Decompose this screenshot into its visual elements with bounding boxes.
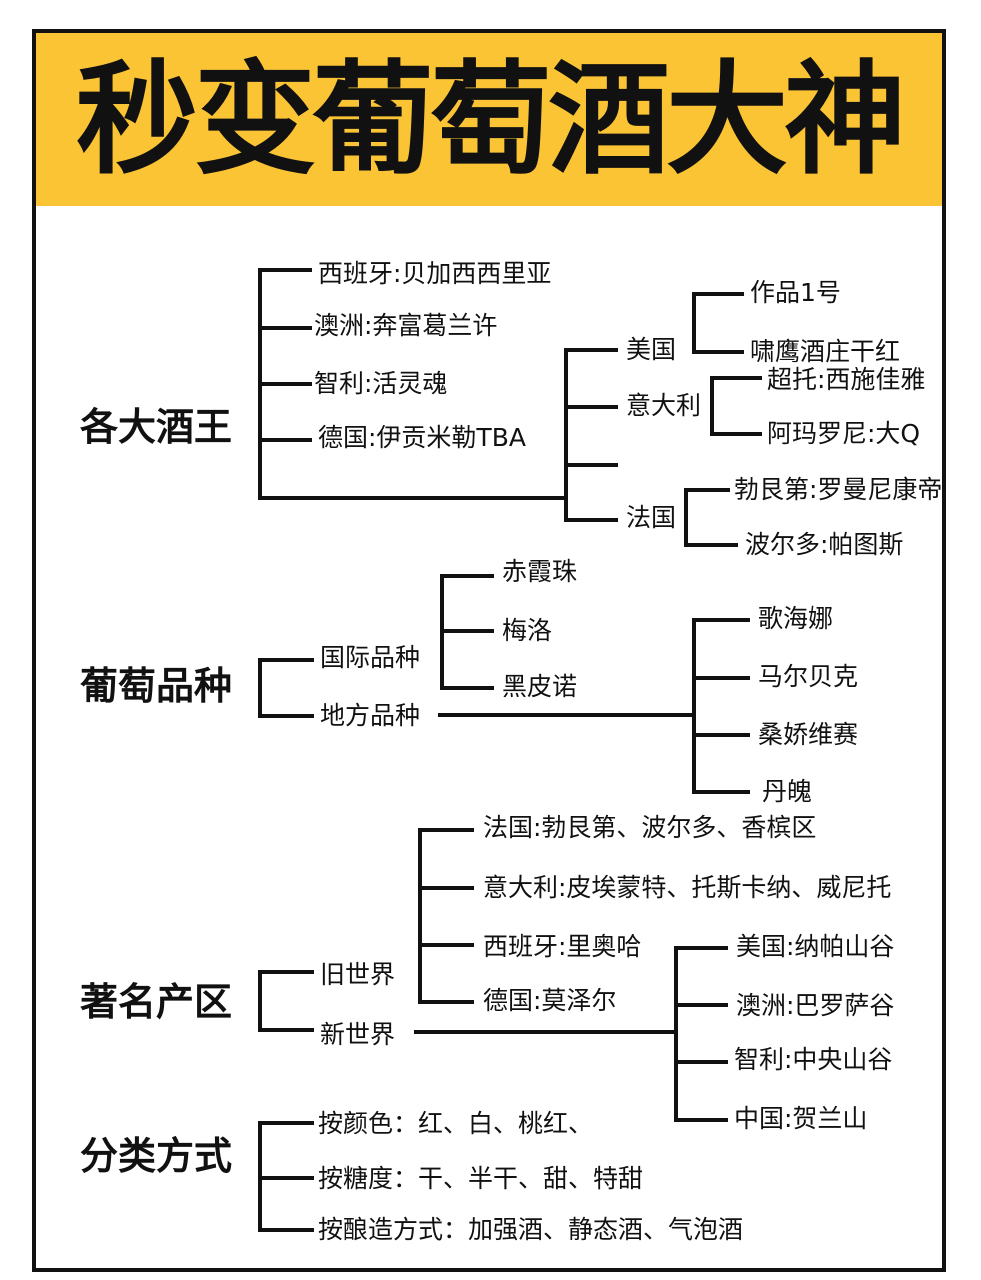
variety-item: 赤霞珠 [502,557,578,586]
famous-regions-label: 著名产区 [80,980,233,1024]
variety-item: 桑娇维赛 [758,720,859,749]
new-world-label: 新世界 [320,1020,396,1049]
countries-bracket [564,348,618,522]
classification-item: 按糖度：干、半干、甜、特甜 [318,1164,644,1193]
usa-wine-item: 啸鹰酒庄干红 [750,337,901,366]
usa-wine-item: 作品1号 [750,278,841,307]
region-item: 法国:勃艮第、波尔多、香槟区 [483,813,817,842]
title-banner [36,33,942,206]
local-bracket [692,618,750,794]
variety-item: 歌海娜 [758,604,834,633]
wine-kings-label: 各大酒王 [80,405,233,449]
variety-item: 梅洛 [502,616,553,645]
region-item: 意大利:皮埃蒙特、托斯卡纳、威尼托 [483,873,892,902]
country-france: 法国 [626,503,677,532]
new-world-bracket [674,946,728,1122]
region-item: 德国:莫泽尔 [483,986,617,1015]
france-bracket [684,488,738,547]
regions-bracket [258,970,314,1032]
page-title: 秒变葡萄酒大神 [76,48,906,191]
france-wine-item: 勃艮第:罗曼尼康帝 [734,475,943,504]
italy-wine-item: 阿玛罗尼:大Q [767,419,921,448]
usa-bracket [692,292,744,354]
italy-bracket [710,376,762,436]
page-frame [32,29,946,1272]
wine-kings-bracket [258,268,312,500]
variety-item: 马尔贝克 [758,662,859,691]
france-wine-item: 波尔多:帕图斯 [745,530,904,559]
country-italy: 意大利 [626,391,702,420]
classification-item: 按颜色：红、白、桃红、 [318,1109,594,1138]
variety-item: 黑皮诺 [502,672,578,701]
international-varieties: 国际品种 [320,643,421,672]
old-world-label: 旧世界 [320,960,396,989]
wine-king-item: 德国:伊贡米勒TBA [318,423,526,452]
classification-bracket [258,1121,314,1232]
local-varieties: 地方品种 [320,701,421,730]
region-item: 中国:贺兰山 [734,1104,868,1133]
grape-bracket [258,658,314,718]
variety-item: 丹魄 [762,777,813,806]
region-item: 美国:纳帕山谷 [736,932,895,961]
classification-label: 分类方式 [80,1134,233,1178]
region-item: 智利:中央山谷 [734,1045,893,1074]
wine-king-item: 智利:活灵魂 [314,369,448,398]
classification-item: 按酿造方式：加强酒、静态酒、气泡酒 [318,1215,744,1244]
wine-king-item: 澳洲:奔富葛兰许 [314,311,498,340]
old-world-bracket [418,828,474,1004]
region-item: 西班牙:里奥哈 [483,932,642,961]
international-bracket [440,574,494,690]
italy-wine-item: 超托:西施佳雅 [767,365,926,394]
wine-king-item: 西班牙:贝加西西里亚 [318,259,552,288]
grape-varieties-label: 葡萄品种 [80,664,233,708]
region-item: 澳洲:巴罗萨谷 [736,991,895,1020]
country-usa: 美国 [626,335,677,364]
